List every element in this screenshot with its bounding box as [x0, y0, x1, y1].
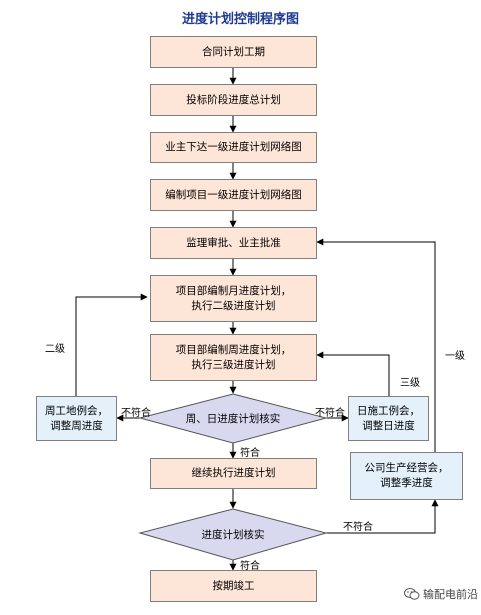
loop-level2 [75, 293, 148, 396]
label-nonconform-right: 不符合 [315, 408, 345, 419]
diagram-title: 进度计划控制程序图 [181, 12, 299, 27]
step-monthly-schedule: 项目部编制月进度计划， 执行二级进度计划 [150, 275, 317, 322]
decision-weekly-daily-check: 周、日进度计划核实 [185, 412, 281, 425]
box-weekly-site-meeting: 周工地例会， 调整周进度 [36, 396, 117, 441]
label-level2: 二级 [45, 344, 65, 355]
loop-level3 [316, 351, 390, 396]
watermark-text: 输配电前沿 [423, 588, 478, 601]
step-prepare-level1-network: 编制项目一级进度计划网络图 [150, 179, 317, 211]
wechat-icon [404, 588, 420, 600]
step-continue-execution: 继续执行进度计划 [150, 458, 317, 489]
label-level3: 三级 [400, 378, 420, 389]
step-supervision-approval: 监理审批、业主批准 [150, 227, 317, 259]
step-owner-level1-network: 业主下达一级进度计划网络图 [150, 132, 317, 163]
arrow-d2-company [326, 499, 439, 534]
label-conform-1: 符合 [240, 448, 260, 459]
box-company-operations-meeting: 公司生产经营会， 调整季进度 [350, 452, 463, 500]
label-nonconform-bottom: 不符合 [343, 522, 373, 533]
step-complete-on-time: 按期竣工 [150, 570, 317, 602]
step-bid-master-schedule: 投标阶段进度总计划 [150, 84, 317, 116]
loop-level1 [316, 238, 436, 452]
label-level1: 一级 [445, 351, 465, 362]
step-weekly-schedule: 项目部编制周进度计划， 执行三级进度计划 [150, 334, 317, 381]
label-nonconform-left: 不符合 [121, 408, 151, 419]
step-contract-period: 合同计划工期 [150, 36, 317, 68]
decision-diamond-2 [138, 508, 328, 561]
label-conform-2: 符合 [240, 561, 260, 572]
decision-diamond-1 [138, 393, 328, 444]
decision-schedule-check: 进度计划核实 [201, 528, 265, 541]
box-daily-construction-meeting: 日施工例会， 调整日进度 [348, 396, 429, 441]
watermark: 输配电前沿 [404, 586, 478, 602]
